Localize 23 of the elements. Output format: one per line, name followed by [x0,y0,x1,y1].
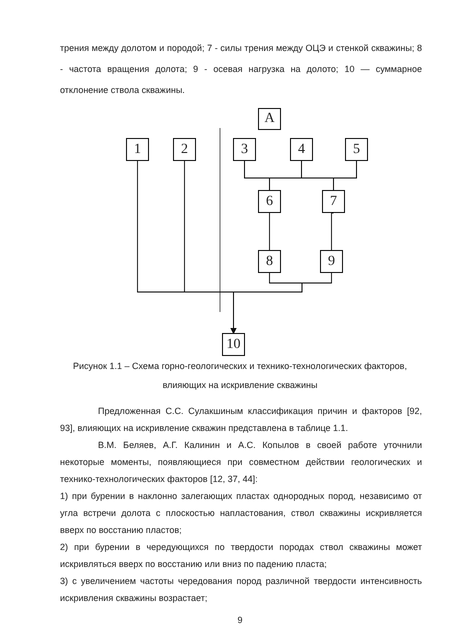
number-box: 4 [290,138,313,161]
arrow [230,272,332,334]
letter-box: А [258,108,281,130]
number-box: 8 [258,250,281,273]
page-number: 9 [236,614,244,627]
number-box: 1 [126,138,149,161]
number-box: 9 [320,250,343,273]
paragraph: Предложенная С.С. Сулакшиным классификация причин и факторов [92, 93], влияющих на искривление скважин представлена в таблице 1.1. [60,405,422,435]
number-box: 6 [258,190,281,213]
connector-line [333,160,357,190]
number-box: 7 [322,190,345,213]
number-box: 10 [222,333,245,356]
connector-line [331,212,334,250]
number-box: 5 [345,138,368,161]
list-item: 2) при бурении в чередующихся по твердости породах ствол скважины может искривляться вверх по восстанию или вниз по падению пласта; [60,541,422,571]
paragraph: трения между долотом и породой; 7 - силы трения между ОЦЭ и стенкой скважины; 8 - частота вращения долота; 9 - осевая нагрузка на долото; 10 — суммарное отклонение ствола скважины. [60,42,422,97]
number-box: 2 [173,138,196,161]
list-item: 1) при бурении в наклонно залегающих пластах однородных пород, независимо от угла встречи долота с плоскостью напластования, ствол скважины искривляется вверх по восстанию пластов; [60,490,422,537]
list-item: 3) с увеличением частоты чередования пород различной твердости интенсивность искривления скважины возрастает; [60,575,422,605]
connector-line [269,212,270,250]
paragraph: В.М. Беляев, А.Г. Калинин и А.С. Копылов в своей работе уточнили некоторые моменты, появляющиеся при совместном действии геологических и технико-технологических факторов [12, 37, 44]: [60,439,422,486]
figure-caption: Рисунок 1.1 – Схема горно-геологических и технико-технологических факторов, влияющих на искривление скважины [72,360,408,392]
number-box: 3 [233,138,256,161]
